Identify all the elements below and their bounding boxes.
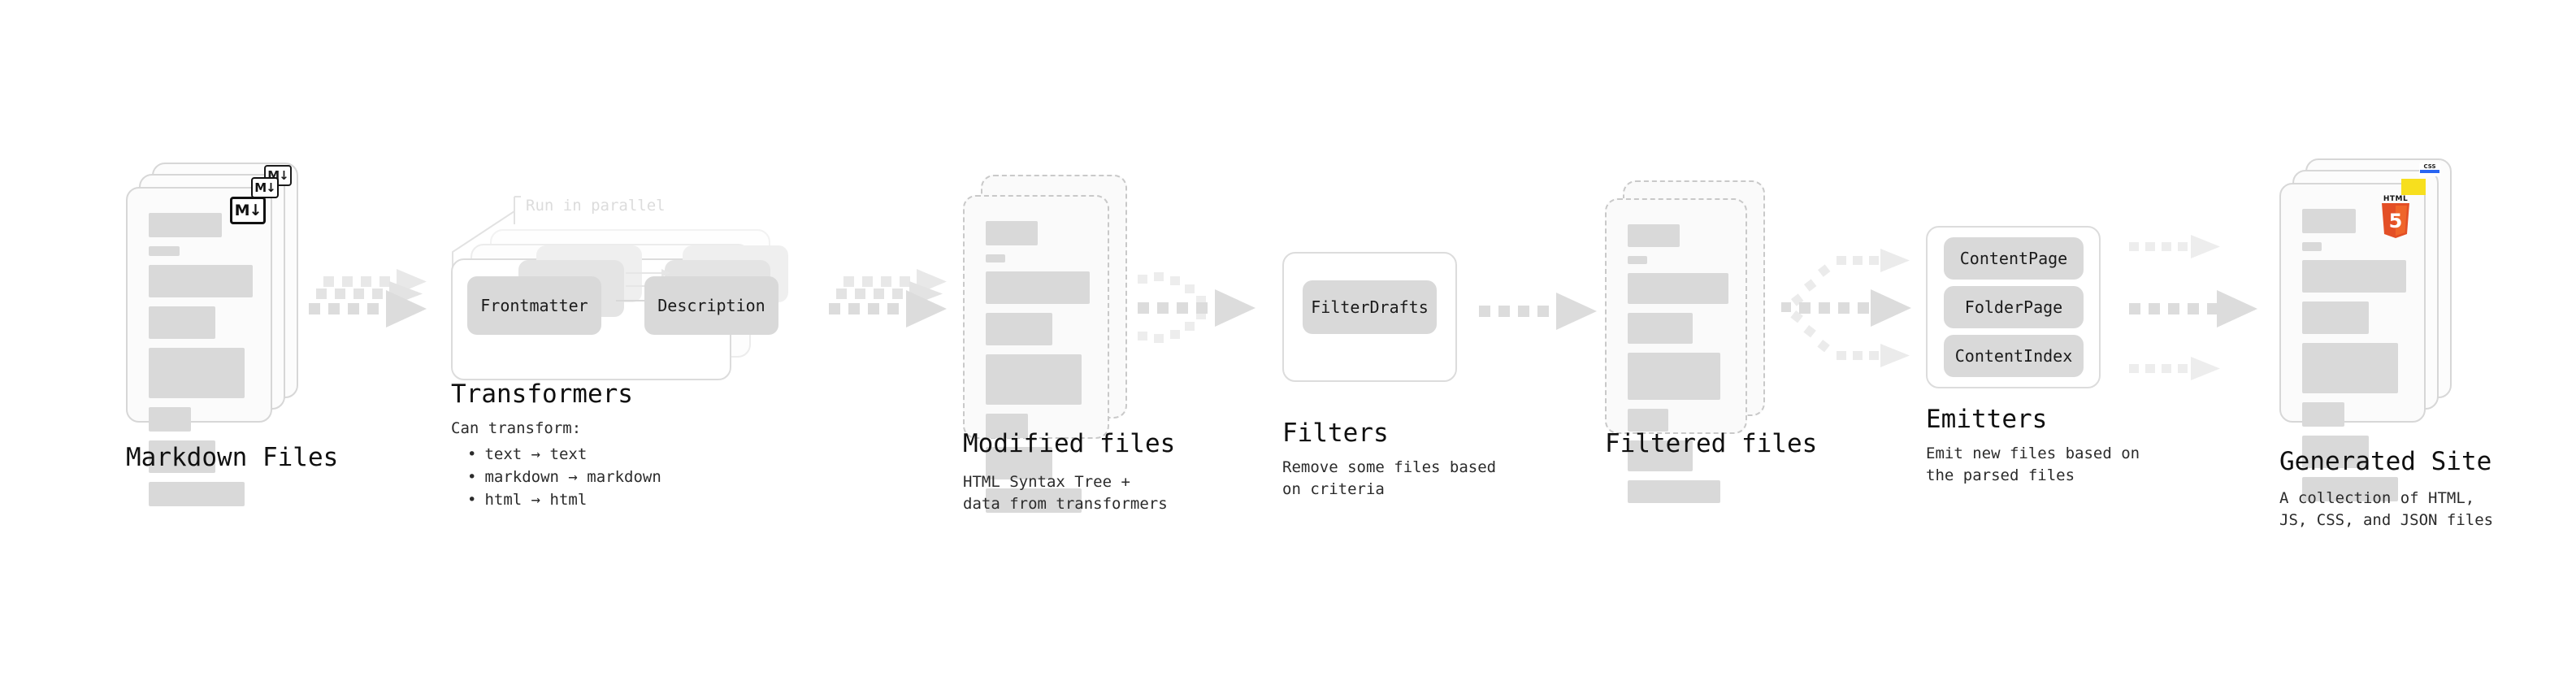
transformers-title: Transformers (451, 380, 633, 409)
javascript-badge (2401, 179, 2426, 195)
content-bar (1628, 313, 1693, 344)
modified-files-stack (963, 175, 1138, 513)
filters-group: FilterDrafts (1282, 252, 1469, 394)
arrow-modified-to-filters (1138, 272, 1255, 343)
filter-chip-filterdrafts[interactable]: FilterDrafts (1303, 280, 1437, 334)
emitters-description: Emit new files based on the parsed files (1926, 445, 2140, 484)
markdown-badge-mid: M↓ (251, 177, 279, 198)
emitter-chip-folderpage[interactable]: FolderPage (1944, 286, 2084, 328)
filtered-file-card-front (1605, 198, 1747, 503)
emitter-chip-contentpage[interactable]: ContentPage (1944, 237, 2084, 280)
content-bar (986, 271, 1090, 304)
css-badge-underline (2420, 170, 2439, 173)
content-bar (2302, 209, 2356, 233)
transformers-transform-list: text → text markdown → markdown html → h… (451, 443, 661, 511)
emitter-chip-contentindex[interactable]: ContentIndex (1944, 335, 2084, 377)
content-bar (1628, 256, 1647, 264)
modified-file-card-front (963, 195, 1109, 513)
transformer-chip-description[interactable]: Description (644, 276, 778, 335)
content-bar (2302, 260, 2406, 293)
content-bar (149, 482, 245, 506)
content-bar (149, 440, 215, 473)
filters-title: Filters (1282, 419, 1389, 448)
generated-site-title: Generated Site (2279, 447, 2492, 476)
generated-site-card-front (2279, 183, 2426, 501)
content-bar (1628, 273, 1728, 304)
html5-badge: HTML 5 (2379, 195, 2413, 238)
arrow-transformers-to-modified (829, 269, 947, 327)
transformers-group: Run in parallel Frontmatter Des (451, 195, 817, 398)
markdown-files-stack: M↓ M↓ M↓ (126, 163, 301, 506)
content-bar (986, 254, 1005, 262)
content-bar (149, 213, 222, 237)
markdown-badge-front: M↓ (230, 197, 266, 224)
content-bar (149, 246, 180, 256)
arrow-emitters-to-generated (2129, 235, 2257, 380)
content-bar (149, 265, 253, 297)
content-bar (149, 348, 245, 398)
css3-badge: CSS (2419, 163, 2440, 176)
run-in-parallel-bracket (452, 196, 521, 270)
content-bar (1628, 224, 1680, 247)
modified-files-description: HTML Syntax Tree + data from transformer… (963, 473, 1168, 513)
content-bar (986, 447, 1052, 479)
generated-site-content (2281, 184, 2424, 501)
emitters-title: Emitters (1926, 405, 2048, 434)
html5-shield-icon: 5 (2379, 203, 2412, 238)
transformer-chip-frontmatter[interactable]: Frontmatter (467, 276, 601, 335)
content-bar (2302, 477, 2398, 501)
generated-site-stack: CSS HTML 5 (2279, 158, 2466, 501)
arrow-filtered-to-emitters (1781, 249, 1911, 367)
content-bar (149, 306, 215, 339)
content-bar (2302, 301, 2369, 334)
content-bar (1628, 353, 1720, 400)
transform-item: text → text (467, 443, 661, 466)
arrow-filters-to-filtered (1479, 293, 1597, 330)
generated-site-description: A collection of HTML, JS, CSS, and JSON … (2279, 489, 2494, 529)
markdown-files-title: Markdown Files (126, 443, 339, 472)
emitters-group: ContentPage FolderPage ContentIndex (1926, 226, 2121, 401)
modified-file-content (965, 197, 1108, 513)
content-bar (986, 221, 1038, 245)
transformers-description: Can transform: text → text markdown → ma… (451, 417, 661, 511)
arrow-markdown-to-transformers (309, 269, 427, 327)
html5-badge-label: HTML (2383, 195, 2409, 203)
filtered-file-content (1607, 200, 1746, 503)
content-bar (149, 407, 191, 432)
html5-badge-number: 5 (2389, 210, 2403, 232)
content-bar (1628, 480, 1720, 503)
filters-description: Remove some files based on criteria (1282, 458, 1497, 498)
transform-item: markdown → markdown (467, 466, 661, 488)
content-bar (986, 414, 1028, 438)
content-bar (2302, 436, 2369, 468)
transformers-desc-header: Can transform: (451, 419, 582, 437)
content-bar (986, 313, 1052, 345)
content-bar (2302, 402, 2344, 427)
modified-files-title: Modified files (963, 429, 1176, 458)
filtered-files-stack (1605, 180, 1780, 503)
content-bar (2302, 343, 2398, 393)
content-bar (2302, 242, 2322, 251)
filtered-files-title: Filtered files (1605, 429, 1818, 458)
content-bar (1628, 440, 1693, 471)
css-badge-label: CSS (2423, 163, 2436, 170)
markdown-file-card-front (126, 187, 272, 506)
content-bar (986, 354, 1082, 405)
content-bar (1628, 409, 1668, 432)
run-in-parallel-label: Run in parallel (526, 197, 666, 215)
transform-item: html → html (467, 488, 661, 511)
content-bar (986, 488, 1082, 513)
markdown-file-content (128, 189, 271, 506)
